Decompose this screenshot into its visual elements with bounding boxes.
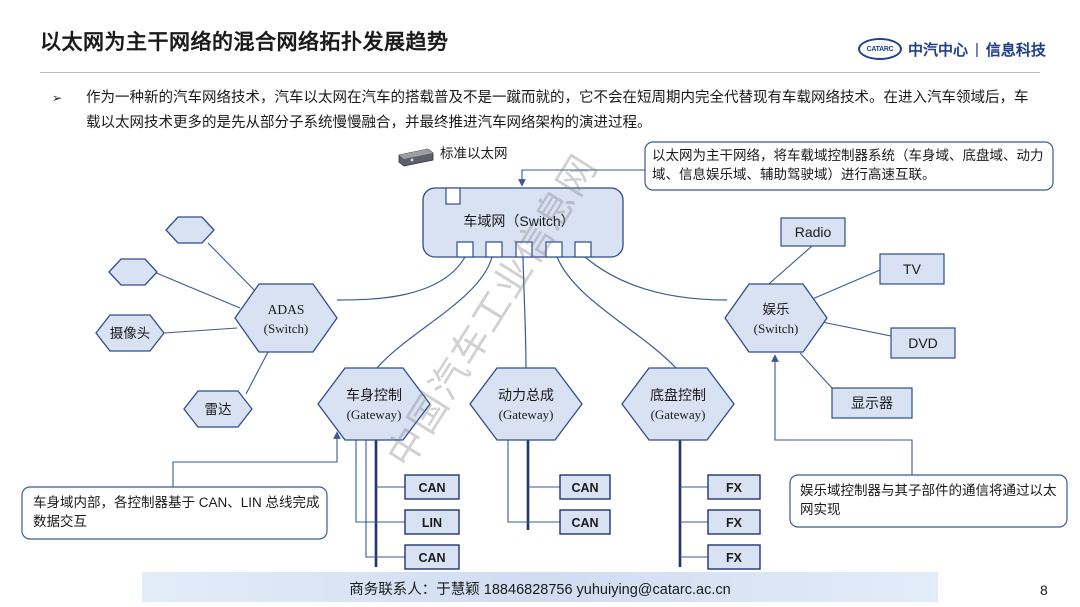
link-chassis [556, 256, 677, 369]
radar-hex [183, 390, 253, 428]
gateway-hexes [317, 367, 735, 441]
power-gateway-type: (Gateway) [499, 407, 554, 422]
power-gateway-name: 动力总成 [498, 387, 554, 403]
footer-bar: 商务联系人：于慧颖 18846828756 yuhuiying@catarc.a… [142, 572, 938, 602]
radar-label: 雷达 [205, 402, 232, 417]
ent-links [761, 245, 892, 389]
power-gateway-hex [469, 367, 583, 441]
link-adas [336, 256, 466, 301]
bus-boxes [404, 474, 761, 570]
intro-bullet: ➢ 作为一种新的汽车网络技术，汽车以太网在汽车的搭载普及不是一蹴而就的，它不会在… [52, 86, 1037, 136]
body-bus-label-1: CAN [418, 481, 445, 495]
bus-branches [355, 440, 708, 558]
intro-text: 作为一种新的汽车网络技术，汽车以太网在汽车的搭载普及不是一蹴而就的，它不会在短周… [86, 90, 1029, 131]
adas-child-hex-1 [165, 216, 215, 244]
camera-label: 摄像头 [110, 326, 151, 341]
logo-dept: 信息科技 [985, 41, 1046, 59]
body-bus-box-3 [404, 544, 460, 570]
catarc-logo: CATARC 中汽中心 | 信息科技 [858, 38, 1046, 60]
body-bus-box-1 [404, 474, 460, 500]
footer-contact: 商务联系人：于慧颖 18846828756 yuhuiying@catarc.a… [349, 582, 731, 598]
ethernet-device-icon [398, 148, 434, 167]
right-note-box [789, 474, 1068, 528]
ent-switch-hex [724, 283, 828, 353]
body-gateway-hex [317, 367, 431, 441]
adas-switch-hex [234, 283, 338, 353]
tv-label: TV [903, 261, 922, 277]
bus-trunks [374, 440, 682, 567]
link-body [376, 256, 493, 369]
top-note-text: 以太网为主干网络，将车载域控制器系统（车身域、底盘域、动力域、信息娱乐域、辅助驾… [652, 148, 1044, 182]
chassis-bus-label-3: FX [726, 551, 743, 565]
body-gateway-name: 车身控制 [346, 387, 402, 403]
ent-type: (Switch) [754, 321, 799, 336]
switch-ports [456, 241, 592, 258]
power-bus-box-2 [559, 509, 611, 535]
adas-child-hex-2 [108, 258, 158, 286]
bus-labels: CAN LIN CAN CAN CAN FX FX FX [418, 481, 742, 565]
right-note-arrow [771, 354, 913, 475]
left-note-text: 车身域内部，各控制器基于 CAN、LIN 总线完成数据交互 [33, 495, 320, 529]
switch-label: 车域网（Switch） [463, 213, 574, 229]
ethernet-legend-label: 标准以太网 [440, 146, 508, 161]
power-bus-box-1 [559, 474, 611, 500]
dvd-box [890, 327, 956, 359]
display-label: 显示器 [851, 395, 893, 411]
link-power [522, 256, 527, 371]
top-note-arrow [518, 169, 645, 187]
body-gateway-type: (Gateway) [347, 407, 402, 422]
adas-type: (Switch) [264, 321, 309, 336]
body-bus-box-2 [404, 509, 460, 535]
tv-box [879, 253, 945, 285]
backbone-links [336, 256, 728, 371]
radio-label: Radio [795, 224, 832, 240]
note-arrows [172, 169, 913, 487]
top-note-box [644, 141, 1054, 191]
chassis-gateway-name: 底盘控制 [650, 387, 706, 403]
radio-box [780, 217, 846, 247]
power-bus-label-1: CAN [571, 481, 598, 495]
left-note-box [21, 486, 328, 540]
display-box [831, 387, 913, 419]
link-ent [584, 256, 728, 301]
catarc-emblem: CATARC [858, 38, 902, 60]
bullet-arrow-icon: ➢ [52, 91, 63, 105]
right-note-text: 娱乐域控制器与其子部件的通信将通过以太网实现 [800, 483, 1057, 517]
chassis-gateway-hex [621, 367, 735, 441]
adas-links [153, 242, 269, 395]
dvd-label: DVD [908, 335, 938, 351]
top-note-fo: 以太网为主干网络，将车载域控制器系统（车身域、底盘域、动力域、信息娱乐域、辅助驾… [652, 148, 1044, 182]
logo-separator: | [975, 40, 979, 58]
adas-name: ADAS [268, 302, 305, 317]
camera-hex [95, 314, 165, 352]
chassis-bus-box-1 [707, 474, 761, 500]
page-number: 8 [1040, 582, 1048, 598]
power-bus-label-2: CAN [571, 516, 598, 530]
logo-org: 中汽中心 [908, 41, 969, 59]
chassis-bus-label-1: FX [726, 481, 743, 495]
switch-uplink-port [445, 187, 461, 205]
slide-title: 以太网为主干网络的混合网络拓扑发展趋势 [40, 31, 449, 54]
body-bus-label-3: CAN [418, 551, 445, 565]
chassis-bus-label-2: FX [726, 516, 743, 530]
title-divider [40, 72, 1040, 73]
chassis-bus-box-3 [707, 544, 761, 570]
left-note-arrow [172, 431, 341, 487]
chassis-gateway-type: (Gateway) [651, 407, 706, 422]
ent-child-boxes [780, 217, 956, 419]
body-bus-label-2: LIN [422, 516, 442, 530]
ent-name: 娱乐 [763, 302, 790, 317]
chassis-bus-box-2 [707, 509, 761, 535]
adas-child-hexes [95, 216, 253, 428]
